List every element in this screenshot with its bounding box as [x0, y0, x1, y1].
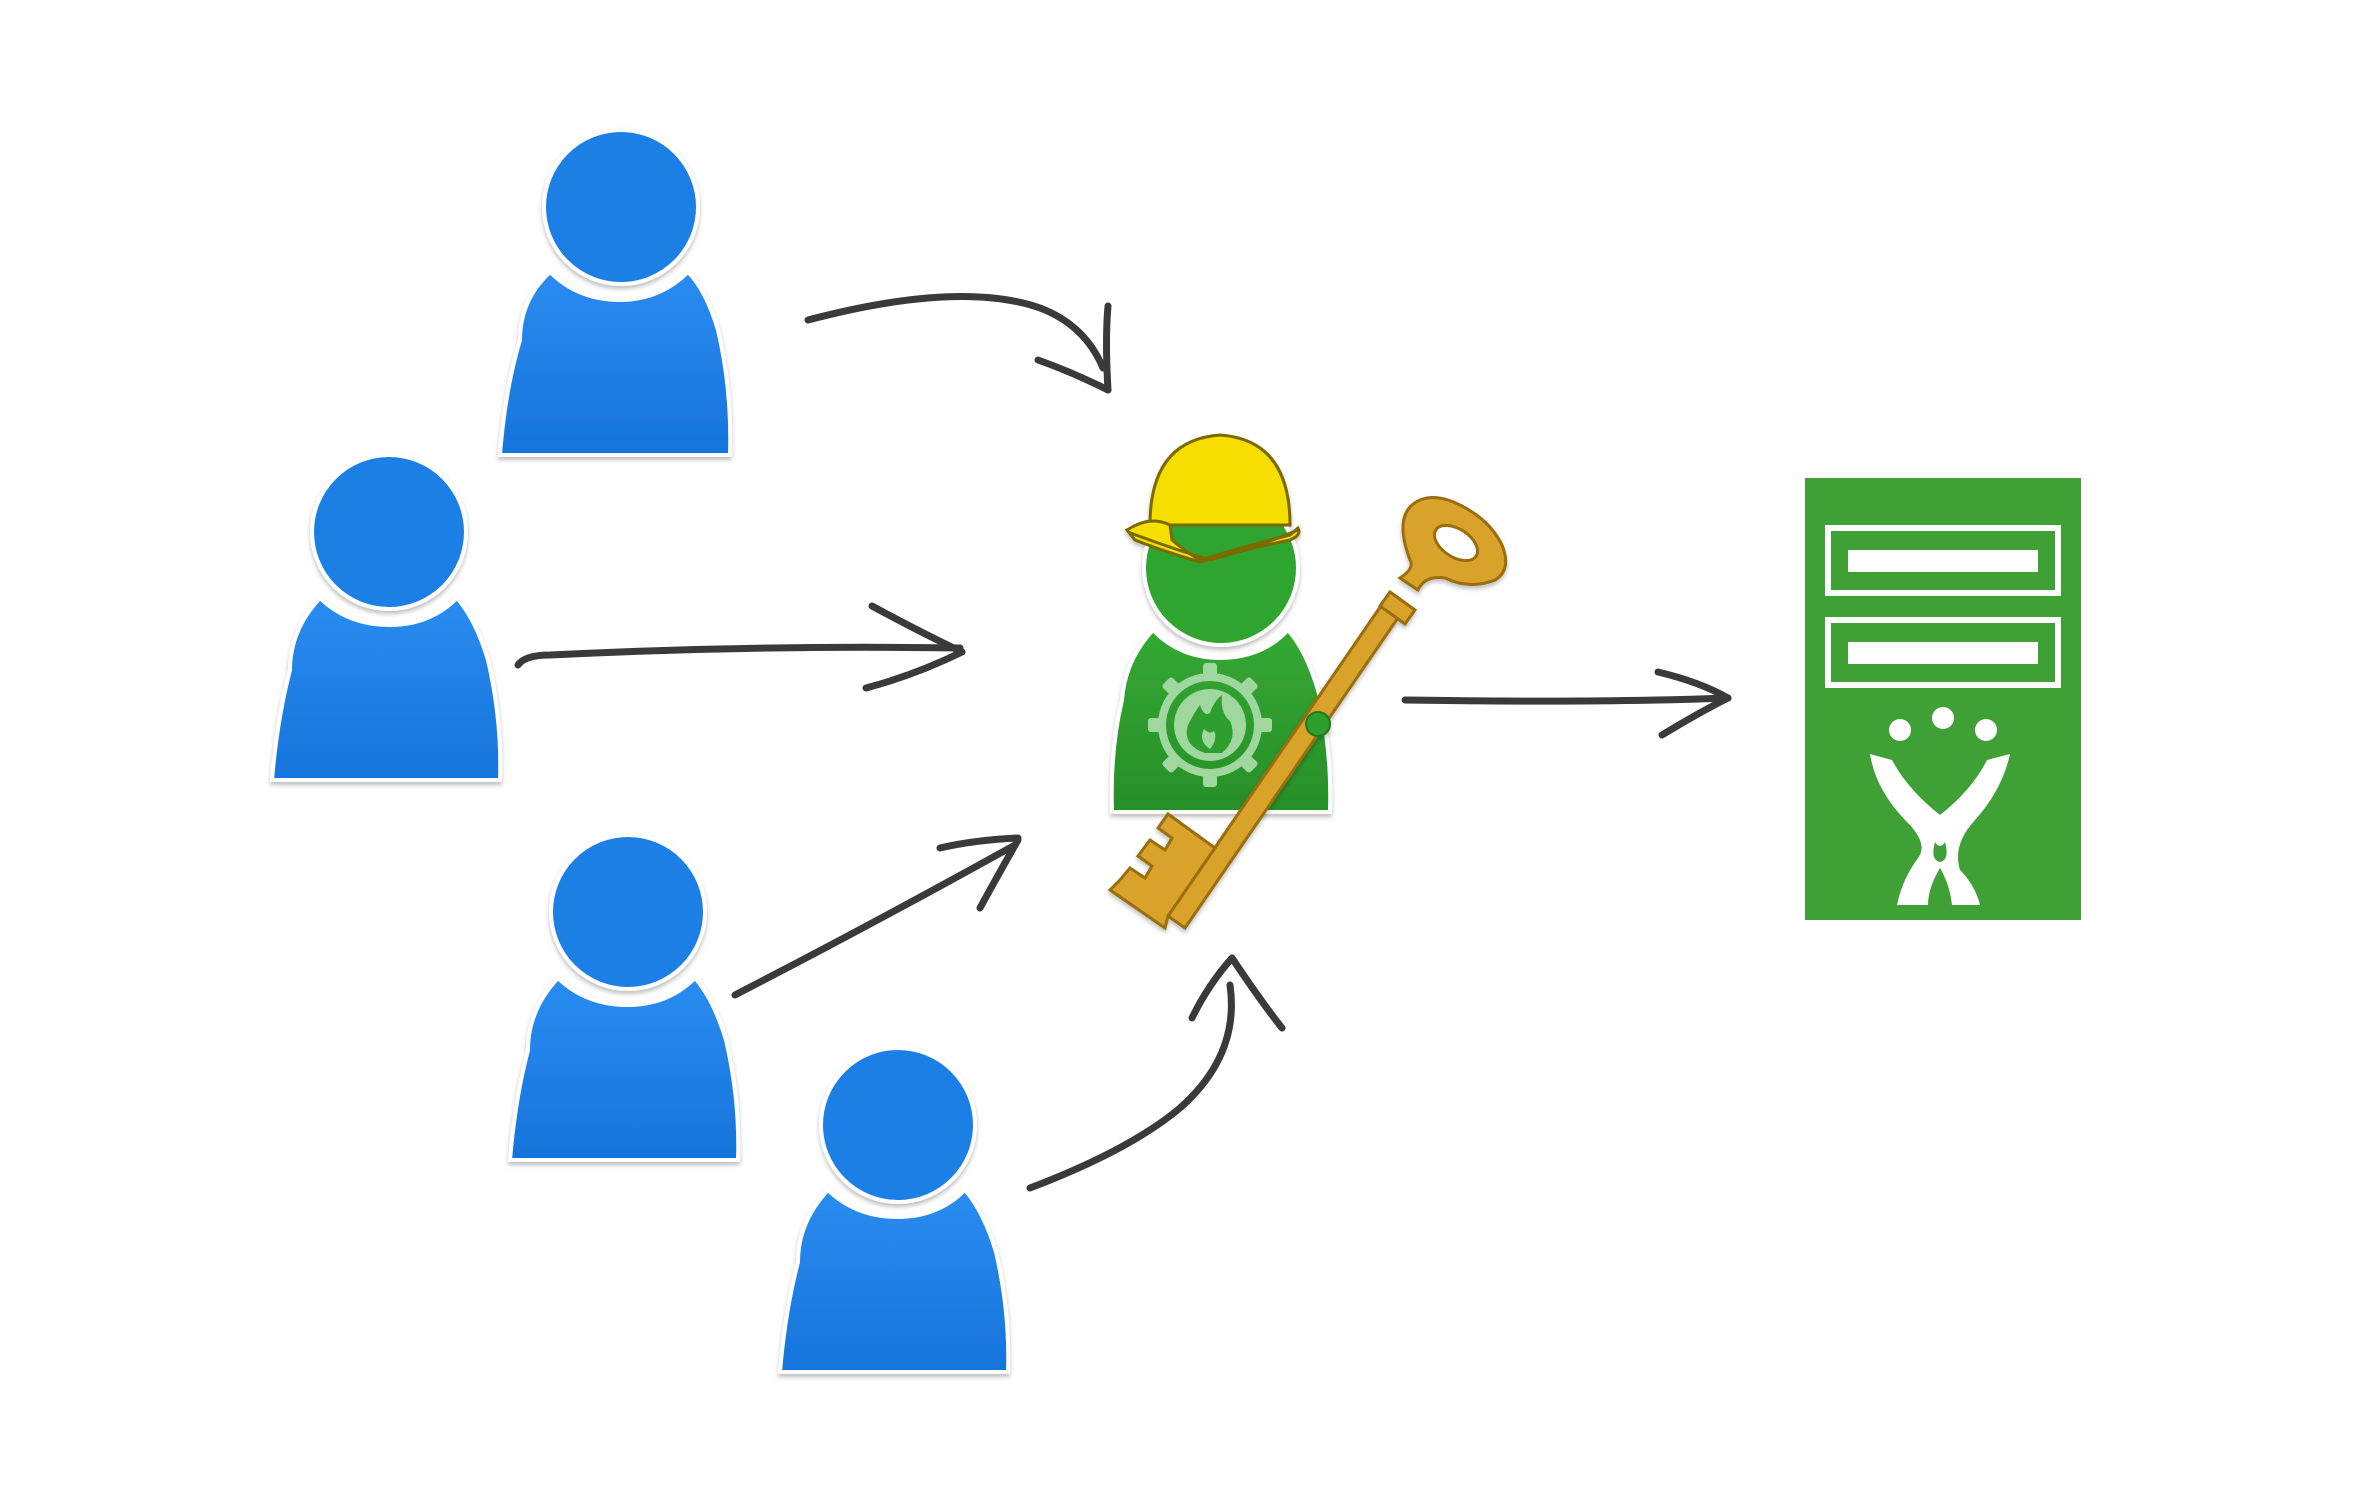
server-icon: [1805, 478, 2081, 920]
arrow-user4-to-admin: [1026, 954, 1286, 1192]
arrow-admin-to-server: [1401, 668, 1732, 739]
confluence-style-logo-icon: [1870, 707, 2010, 905]
key-icon: [1107, 496, 1508, 931]
user-1-head: [542, 128, 700, 286]
user-3-icon: [507, 833, 741, 1162]
server-drive-1: [1825, 525, 2061, 596]
arrow-user1-to-admin: [804, 293, 1112, 394]
hard-hat-icon: [1124, 433, 1301, 564]
server-drive-2: [1825, 617, 2061, 688]
administrator-icon: [1109, 433, 1333, 814]
user-3-head: [549, 833, 707, 991]
user-3-body: [507, 975, 741, 1162]
arrow-user3-to-admin: [731, 834, 1022, 999]
user-2-icon: [269, 453, 503, 782]
key-bit: [1107, 811, 1218, 931]
gear-flame-icon: [1148, 663, 1272, 787]
user-2-body: [269, 595, 503, 782]
user-1-body: [497, 269, 733, 457]
arrow-user2-to-admin: [514, 602, 966, 692]
user-4-head: [819, 1046, 977, 1204]
user-4-icon: [777, 1046, 1011, 1374]
user-2-head: [310, 453, 468, 611]
user-4-body: [777, 1187, 1011, 1374]
user-1-icon: [497, 128, 733, 457]
